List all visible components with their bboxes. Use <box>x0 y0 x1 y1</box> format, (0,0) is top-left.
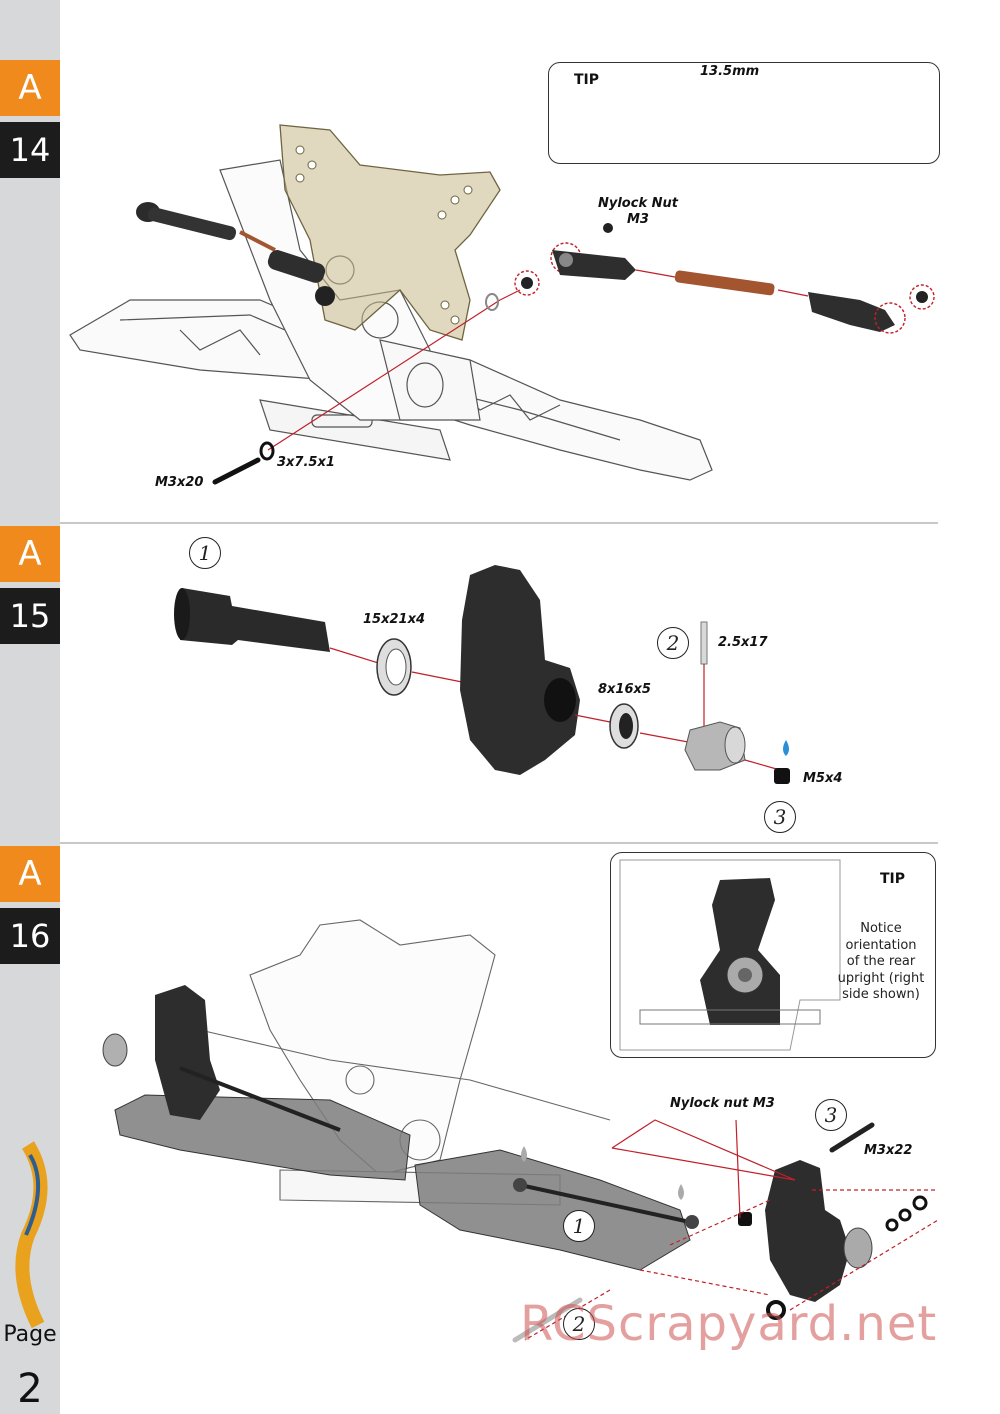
step16-screw-label: M3x22 <box>864 1143 913 1158</box>
step15-drawing <box>174 565 790 784</box>
step16-right-upright <box>738 1122 928 1320</box>
cobra-sport-logo <box>15 1141 48 1329</box>
step16-callout-2: 2 <box>563 1308 595 1340</box>
page-number: 2 <box>17 1366 43 1412</box>
step-letter-14: A <box>0 60 60 116</box>
step16-tip-title: TIP <box>880 871 906 887</box>
step14-nylock-nut-label: Nylock Nut <box>598 196 678 211</box>
step14-left-turnbuckle <box>136 202 335 306</box>
step15-callout-2: 2 <box>657 627 689 659</box>
step15-callout-1: 1 <box>189 537 221 569</box>
page-label: Page <box>3 1322 57 1347</box>
step14-screw-label: M3x20 <box>155 475 204 490</box>
step16-callout-3: 3 <box>815 1099 847 1131</box>
step16-tip-note: Notice orientation of the rear upright (… <box>837 921 925 1002</box>
step16-nylock-nut-label: Nylock nut M3 <box>670 1096 775 1111</box>
step14-tip-title: TIP <box>574 72 600 88</box>
section-divider <box>60 522 938 524</box>
step-number-16: 16 <box>0 908 60 964</box>
sidebar <box>0 0 60 1414</box>
step14-nylock-nut-size: M3 <box>627 212 649 227</box>
step14-tip-box <box>548 62 940 164</box>
step16-right-arm <box>414 1149 691 1271</box>
step-letter-16: A <box>0 846 60 902</box>
step15-bearing-large-label: 15x21x4 <box>363 612 425 627</box>
section-divider <box>60 842 938 844</box>
step14-right-turnbuckle <box>514 223 935 334</box>
watermark: RCScrapyard.net <box>520 1296 938 1352</box>
step14-tip-dimension: 13.5mm <box>700 64 760 79</box>
step15-grub-screw-label: M5x4 <box>803 771 843 786</box>
step15-bearing-small-label: 8x16x5 <box>598 682 651 697</box>
step16-tip-box <box>610 852 936 1058</box>
step16-callout-1: 1 <box>563 1210 595 1242</box>
step15-callout-3: 3 <box>764 801 796 833</box>
step14-washer-label: 3x7.5x1 <box>277 455 335 470</box>
step-number-15: 15 <box>0 588 60 644</box>
step-letter-15: A <box>0 526 60 582</box>
step-number-14: 14 <box>0 122 60 178</box>
step15-pin-label: 2.5x17 <box>718 635 768 650</box>
